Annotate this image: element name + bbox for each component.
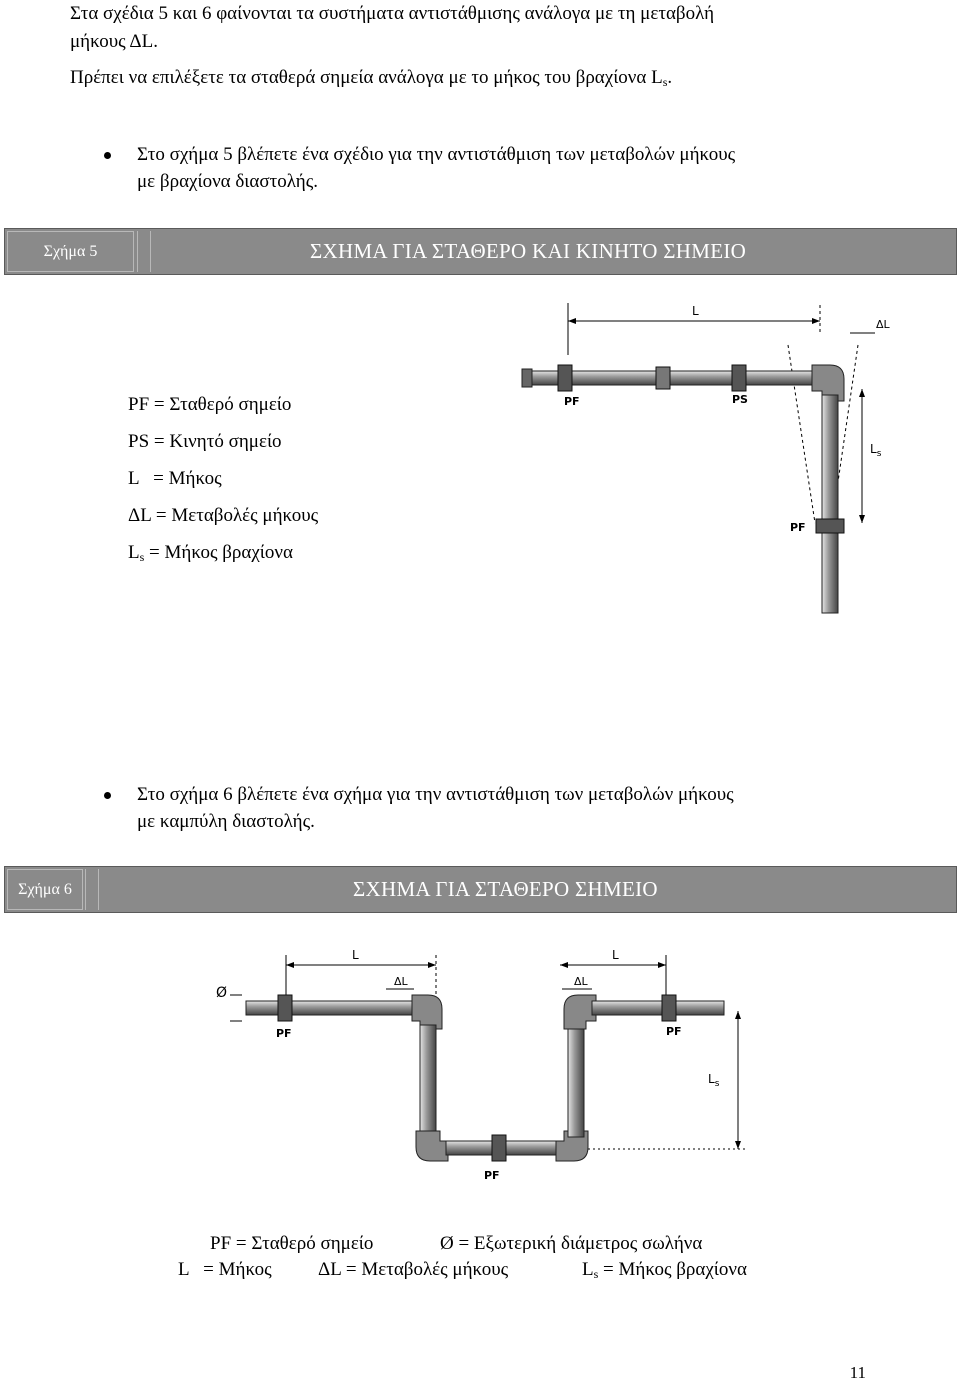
bullet-2-line-2: με καμπύλη διαστολής. <box>137 811 315 832</box>
fig5-label-dl: ΔL <box>876 318 891 331</box>
fig5-label-pf: PF <box>564 395 580 408</box>
fig5-dim-l-arrow-right <box>812 318 820 324</box>
fig6-dim-l2-arrow-left <box>560 962 568 968</box>
bullet-2-line-1: Στο σχήμα 6 βλέπετε ένα σχήμα για την αν… <box>137 784 734 805</box>
fig6-pipe-right-vertical <box>567 1024 585 1138</box>
fig6-legend-dl: ΔL = Μεταβολές μήκους <box>318 1259 509 1280</box>
figure-5-pipe-drawing: L ΔL PF PS PF Ls <box>521 303 891 614</box>
fig5-pipe-vertical <box>821 394 839 614</box>
fig5-clamp-pf <box>557 364 573 392</box>
fig5-label-pf-lower: PF <box>790 521 806 534</box>
fig5-clamp-pf-lower <box>815 518 845 534</box>
fig5-pipe-horizontal <box>529 370 831 386</box>
fig5-label-ps: PS <box>732 393 748 406</box>
fig6-dim-l1-arrow-left <box>286 962 294 968</box>
legend-ls: Ls = Μήκος βραχίονα <box>128 542 293 564</box>
figure-6-label: Σχήμα 6 <box>7 869 83 910</box>
fig6-label-l2: L <box>612 948 619 962</box>
fig6-dim-ls-arrow-top <box>735 1011 741 1019</box>
fig6-legend-diameter: Ø = Εξωτερική διάμετρος σωλήνα <box>440 1233 703 1254</box>
figure-5-label: Σχήμα 5 <box>7 231 134 272</box>
figure-5-header: Σχήμα 5 ΣΧΗΜΑ ΓΙΑ ΣΤΑΘΕΡΟ ΚΑΙ ΚΙΝΗΤΟ ΣΗΜ… <box>4 228 957 275</box>
figure-6-header: Σχήμα 6 ΣΧΗΜΑ ΓΙΑ ΣΤΑΘΕΡΟ ΣΗΜΕΙΟ <box>4 866 957 913</box>
fig6-clamp-pf2 <box>661 994 677 1022</box>
fig6-elbow-right-top <box>563 994 597 1030</box>
fig5-clamp-mid <box>655 366 671 390</box>
figure-6-legend: PF = Σταθερό σημείο Ø = Εξωτερική διάμετ… <box>0 1231 960 1283</box>
fig6-legend-ls: Ls = Μήκος βραχίονα <box>582 1259 747 1281</box>
fig6-label-pf1: PF <box>276 1027 292 1040</box>
fig6-label-ls: Ls <box>708 1072 720 1089</box>
figure-5-label-divider <box>137 231 151 272</box>
fig5-dim-ls-arrow-bottom <box>859 515 865 523</box>
fig6-label-l1: L <box>352 948 359 962</box>
fig5-clamp-ps <box>731 364 747 392</box>
legend-pf: PF = Σταθερό σημείο <box>128 394 292 415</box>
fig5-dim-l-arrow-left <box>568 318 576 324</box>
figure-5-title: ΣΧΗΜΑ ΓΙΑ ΣΤΑΘΕΡΟ ΚΑΙ ΚΙΝΗΤΟ ΣΗΜΕΙΟ <box>310 239 747 263</box>
intro-line-1: Στα σχέδια 5 και 6 φαίνονται τα συστήματ… <box>70 3 715 24</box>
fig6-elbow-left-top <box>411 994 443 1030</box>
fig5-label-l: L <box>692 304 699 318</box>
fig6-elbow-left-bottom <box>415 1130 449 1162</box>
fig6-label-diameter: Ø <box>216 985 227 1001</box>
fig5-pipe-end <box>521 368 533 388</box>
fig6-pipe-right <box>591 1000 725 1016</box>
fig6-pipe-left <box>245 1000 427 1016</box>
fig5-dim-ls-arrow-top <box>859 389 865 397</box>
fig6-pipe-left-vertical <box>419 1024 437 1138</box>
fig6-label-dl2: ΔL <box>574 975 589 988</box>
figure-6-title: ΣΧΗΜΑ ΓΙΑ ΣΤΑΘΕΡΟ ΣΗΜΕΙΟ <box>353 877 658 901</box>
fig5-label-ls: Ls <box>870 442 882 459</box>
fig6-clamp-pf3 <box>491 1134 507 1162</box>
fig6-label-pf2: PF <box>666 1025 682 1038</box>
legend-ps: PS = Κινητό σημείο <box>128 431 282 452</box>
legend-dl: ΔL = Μεταβολές μήκους <box>128 505 319 526</box>
fig6-clamp-pf1 <box>277 994 293 1022</box>
page-number: 11 <box>849 1363 866 1382</box>
intro-line-3: Πρέπει να επιλέξετε τα σταθερά σημεία αν… <box>70 67 673 89</box>
fig6-label-pf3: PF <box>484 1169 500 1182</box>
figure-5-legend: PF = Σταθερό σημείο PS = Κινητό σημείο L… <box>128 386 318 571</box>
bullet-1-dot <box>104 152 111 159</box>
fig6-dim-l1-arrow-right <box>428 962 436 968</box>
bullet-1-line-1: Στο σχήμα 5 βλέπετε ένα σχέδιο για την α… <box>137 144 736 165</box>
fig6-legend-pf: PF = Σταθερό σημείο <box>210 1233 374 1254</box>
fig6-dim-l2-arrow-right <box>658 962 666 968</box>
legend-l: L = Μήκος <box>128 468 222 489</box>
intro-line-2: μήκους ΔL. <box>70 31 158 52</box>
figure-6-label-divider <box>85 869 99 910</box>
figure-6-pipe-drawing: Ø L ΔL L ΔL PF PF PF Ls <box>216 948 748 1182</box>
fig6-legend-l: L = Μήκος <box>178 1259 272 1280</box>
bullet-1-line-2: με βραχίονα διαστολής. <box>137 171 319 192</box>
fig6-label-dl1: ΔL <box>394 975 409 988</box>
bullet-2-dot <box>104 792 111 799</box>
fig6-dim-ls-arrow-bottom <box>735 1141 741 1149</box>
